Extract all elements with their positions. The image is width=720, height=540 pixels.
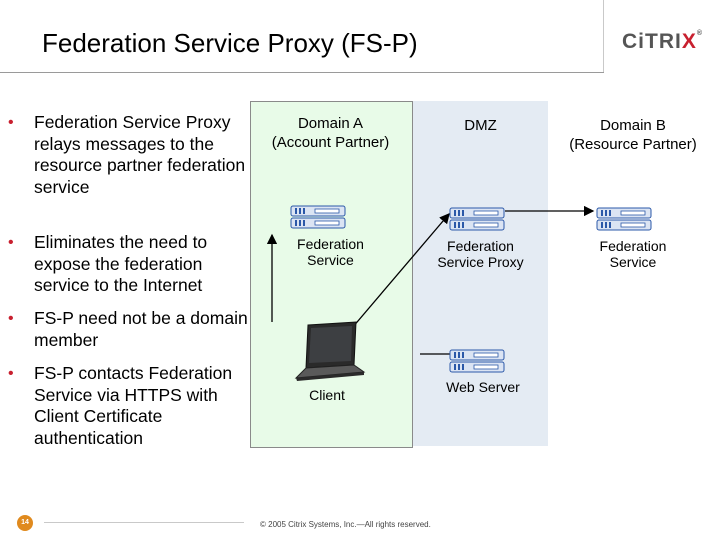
federation-service-a-line2: Service xyxy=(307,252,354,268)
logo-mark: ® xyxy=(696,30,704,37)
logo-accent: X xyxy=(681,30,697,53)
bullet-item: • Federation Service Proxy relays messag… xyxy=(8,112,248,198)
federation-service-proxy-label: Federation Service Proxy xyxy=(413,238,548,270)
citrix-logo: CiTRIX® xyxy=(622,30,703,54)
bullet-dot: • xyxy=(8,234,14,251)
client-laptop-icon xyxy=(294,321,366,381)
federation-service-proxy-line2: Service Proxy xyxy=(437,254,524,270)
copyright-notice: © 2005 Citrix Systems, Inc.—All rights r… xyxy=(260,520,431,529)
federation-service-b-server-icon xyxy=(596,207,652,231)
bullet-text: FS-P contacts Federation Service via HTT… xyxy=(34,363,233,448)
logo-prefix: CiTRI xyxy=(622,30,682,53)
federation-service-a-label: Federation Service xyxy=(250,236,411,268)
federation-service-b-line1: Federation xyxy=(599,238,667,254)
domain-b-title: Domain B xyxy=(600,117,666,134)
federation-service-a-server-icon xyxy=(290,205,346,229)
federation-service-proxy-line1: Federation xyxy=(447,238,514,254)
web-server-label: Web Server xyxy=(446,379,520,395)
domain-b-label: Domain B (Resource Partner) xyxy=(546,116,720,154)
bullet-item: • FS-P contacts Federation Service via H… xyxy=(8,363,248,449)
domain-a-title: Domain A xyxy=(297,115,364,132)
page-number-badge: 14 xyxy=(17,515,33,531)
dmz-label: DMZ xyxy=(464,117,497,134)
bullet-text: Eliminates the need to expose the federa… xyxy=(34,232,208,295)
bullet-dot: • xyxy=(8,365,14,382)
domain-a-subtitle: (Account Partner) xyxy=(271,134,390,151)
bullet-dot: • xyxy=(8,310,14,327)
domain-a-label: Domain A (Account Partner) xyxy=(250,114,411,152)
domain-b-subtitle: (Resource Partner) xyxy=(569,136,697,153)
federation-service-proxy-server-icon xyxy=(449,207,505,231)
bullet-text: FS-P need not be a domain member xyxy=(34,308,248,350)
web-server-icon xyxy=(449,349,505,373)
slide-title: Federation Service Proxy (FS-P) xyxy=(42,28,418,58)
bullet-dot: • xyxy=(8,114,14,131)
bullet-item: • FS-P need not be a domain member xyxy=(8,308,248,351)
dmz-region xyxy=(413,101,548,446)
federation-service-b-line2: Service xyxy=(609,254,657,270)
title-divider xyxy=(0,72,604,73)
bullet-item: • Eliminates the need to expose the fede… xyxy=(8,232,248,297)
federation-service-a-line1: Federation xyxy=(297,236,364,252)
bullet-text: Federation Service Proxy relays messages… xyxy=(34,112,246,197)
footer-divider xyxy=(44,522,244,523)
federation-service-b-label: Federation Service xyxy=(566,238,700,270)
domain-a-region xyxy=(250,101,413,448)
client-label: Client xyxy=(309,387,345,403)
header-divider xyxy=(603,0,604,72)
